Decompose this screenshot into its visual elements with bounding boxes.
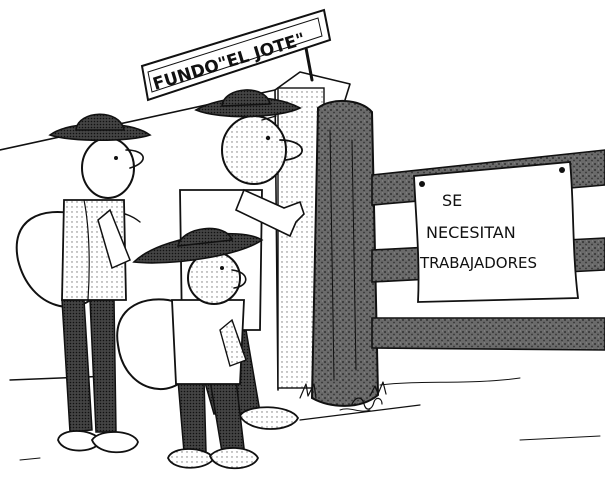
notice-line-1: SE [442,191,462,210]
notice-line-2: NECESITAN [426,223,516,242]
hiring-notice: SE NECESITAN TRABAJADORES [413,161,580,303]
notice-line-3: TRABAJADORES [419,254,537,272]
worker-left [15,113,152,454]
estate-sign: FUNDO"EL JOTE" [140,8,332,102]
worker-short [116,227,264,470]
gate-post [310,99,380,407]
grass [299,381,387,412]
artist-signature [351,397,383,410]
